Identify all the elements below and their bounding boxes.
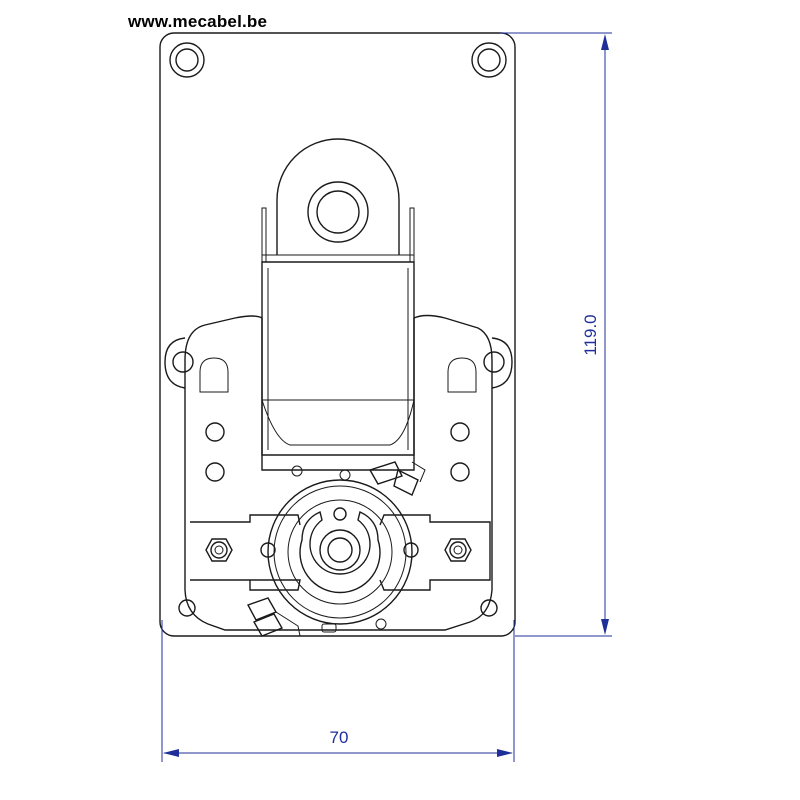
bottom-left-hole bbox=[178, 599, 196, 617]
lower-wire-clip bbox=[246, 597, 301, 637]
bottom-right-hole bbox=[480, 599, 498, 617]
small-hole bbox=[375, 618, 387, 630]
width-dimension bbox=[161, 620, 515, 762]
bottom-slot bbox=[321, 623, 337, 633]
right-ear bbox=[483, 337, 513, 389]
left-ear bbox=[164, 337, 194, 389]
coil-bracket bbox=[261, 254, 415, 456]
top-right-mounting-hole bbox=[471, 42, 507, 78]
gearbox-housing bbox=[184, 314, 493, 631]
width-dimension-label: 70 bbox=[330, 728, 349, 747]
left-hex-nut bbox=[205, 538, 233, 562]
right-rivet-holes bbox=[450, 422, 470, 482]
small-hole bbox=[339, 469, 351, 481]
left-clip-tab bbox=[261, 207, 267, 262]
output-gear bbox=[267, 479, 413, 625]
upper-wire-clip bbox=[368, 461, 426, 496]
left-rivet-holes bbox=[205, 422, 225, 482]
right-inner-notch bbox=[447, 357, 477, 393]
right-clip-tab bbox=[409, 207, 415, 262]
top-left-mounting-hole bbox=[169, 42, 205, 78]
mounting-plate bbox=[159, 32, 516, 637]
mounting-flange bbox=[190, 514, 491, 591]
upper-shaft-boss bbox=[276, 138, 400, 255]
right-hex-nut bbox=[444, 538, 472, 562]
height-dimension-label: 119.0 bbox=[581, 314, 600, 355]
height-dimension bbox=[500, 32, 612, 637]
left-inner-notch bbox=[199, 357, 229, 393]
website-url: www.mecabel.be bbox=[128, 12, 268, 31]
small-hole bbox=[291, 465, 303, 477]
